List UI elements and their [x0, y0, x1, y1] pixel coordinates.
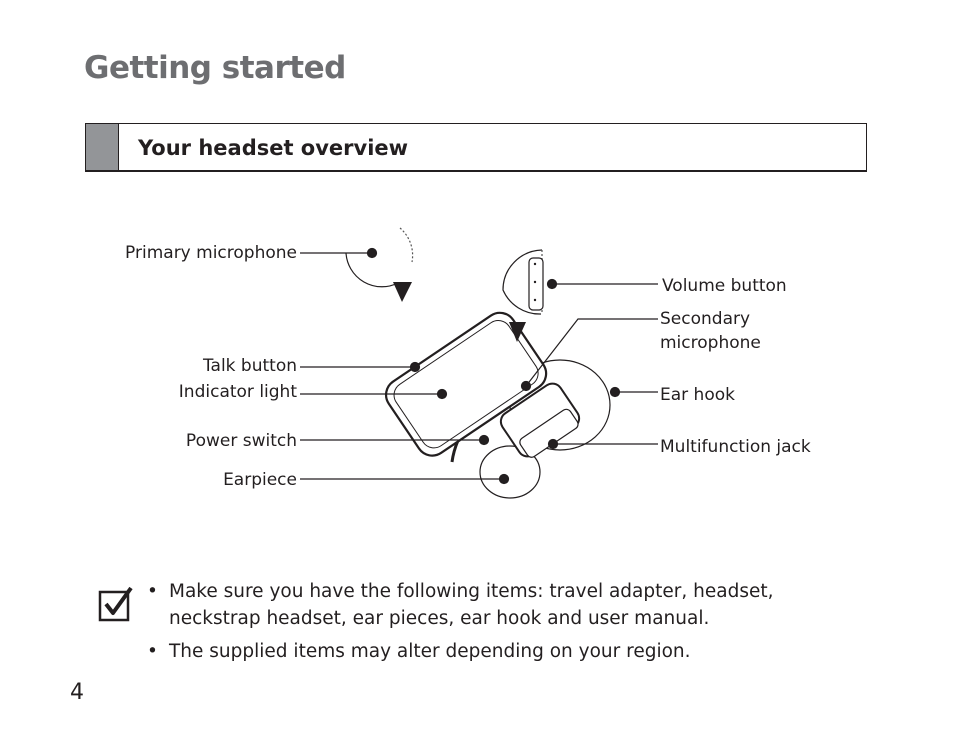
section-header: Your headset overview — [85, 123, 867, 172]
label-secondary-microphone-line1: Secondary — [660, 309, 751, 329]
page-number: 4 — [70, 680, 84, 705]
primary-mic-detail-arc — [345, 252, 399, 288]
label-indicator-light: Indicator light — [178, 382, 297, 402]
label-secondary-microphone-line2: microphone — [660, 333, 761, 353]
notes-list: • Make sure you have the following items… — [147, 578, 867, 671]
label-primary-microphone: Primary microphone — [125, 243, 297, 263]
bullet: • — [147, 581, 158, 602]
bullet: • — [147, 641, 158, 662]
note-item: • Make sure you have the following items… — [147, 578, 867, 632]
note-text: The supplied items may alter depending o… — [169, 641, 691, 662]
volume-detail-arc — [502, 249, 543, 315]
label-talk-button: Talk button — [202, 356, 297, 376]
label-ear-hook: Ear hook — [660, 385, 735, 405]
label-power-switch: Power switch — [185, 431, 297, 451]
earpiece-shape — [479, 445, 541, 499]
page-title: Getting started — [84, 50, 346, 86]
note-text: Make sure you have the following items: … — [169, 581, 774, 629]
label-multifunction-jack: Multifunction jack — [660, 437, 811, 457]
checkbox-note-icon — [98, 586, 133, 622]
section-tab-marker — [86, 124, 119, 170]
section-title: Your headset overview — [138, 136, 409, 160]
label-volume-button: Volume button — [662, 276, 787, 296]
label-earpiece: Earpiece — [223, 470, 297, 490]
note-item: • The supplied items may alter depending… — [147, 638, 867, 665]
